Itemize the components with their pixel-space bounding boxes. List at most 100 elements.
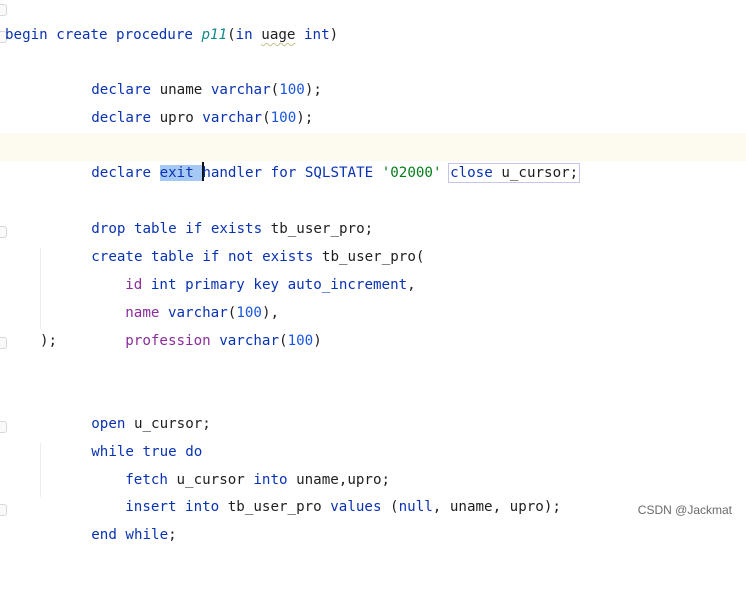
number: 100 — [270, 110, 297, 126]
identifier: uname — [151, 82, 211, 98]
punct: ( — [270, 82, 280, 98]
highlighted-statement: close u_cursor; — [448, 163, 581, 183]
identifier: u_cursor; — [492, 165, 579, 181]
identifier: uname,upro; — [287, 472, 391, 488]
indent-guide — [40, 248, 41, 328]
keyword: declare — [91, 165, 152, 181]
code-line-11[interactable]: name varchar(100), — [0, 273, 746, 321]
keyword: while — [125, 527, 169, 543]
string-literal: '02000' — [381, 165, 442, 181]
identifier: , uname, upro); — [432, 499, 561, 515]
keyword: procedure — [107, 27, 202, 43]
type: varchar — [167, 305, 228, 321]
code-line-18[interactable]: insert into tb_user_pro values (null, un… — [0, 467, 746, 515]
parameter-name: uage — [261, 27, 296, 43]
fold-marker-icon[interactable] — [0, 4, 7, 16]
keyword: true — [142, 444, 177, 460]
fold-marker-icon[interactable] — [0, 337, 7, 349]
keyword: end — [91, 527, 117, 543]
keyword: into — [253, 472, 288, 488]
punct: ); — [40, 333, 58, 349]
keyword: drop — [91, 221, 126, 237]
keyword: while — [91, 444, 134, 460]
keyword: not — [227, 249, 254, 265]
keyword: insert — [125, 499, 177, 515]
punct: ( — [227, 305, 237, 321]
number: 100 — [287, 333, 314, 349]
keyword: begin — [5, 27, 48, 43]
fold-marker-icon[interactable] — [0, 31, 7, 43]
keyword: into — [185, 499, 220, 515]
code-line-13[interactable]: ); — [0, 328, 746, 355]
keyword: if — [185, 221, 203, 237]
punct: ; — [168, 527, 177, 543]
code-line-2[interactable]: begin — [0, 22, 746, 49]
keyword: table — [133, 221, 177, 237]
code-line-4[interactable]: declare upro varchar(100); — [0, 78, 746, 126]
keyword: open — [91, 416, 126, 432]
type: varchar — [210, 82, 271, 98]
indent-guide — [40, 443, 41, 497]
code-line-19[interactable]: end while; — [0, 495, 746, 543]
column-name: id — [125, 277, 143, 293]
code-editor[interactable]: create procedure p11(in uage int) begin … — [0, 0, 746, 543]
fold-marker-icon[interactable] — [0, 226, 7, 238]
type: int — [304, 27, 330, 43]
punct: ( — [279, 333, 288, 349]
keyword: exists — [210, 221, 263, 237]
code-line-9[interactable]: create table if not exists tb_user_pro( — [0, 217, 746, 265]
code-line-3[interactable]: declare uname varchar(100); — [0, 50, 746, 98]
code-line-10[interactable]: id int primary key auto_increment, — [0, 245, 746, 293]
code-line-5[interactable]: declare u_cursor cursor for select name,… — [0, 106, 746, 154]
keyword: fetch — [125, 472, 168, 488]
type: varchar — [202, 110, 263, 126]
fold-marker-icon[interactable] — [0, 504, 7, 516]
table-name: tb_user_pro; — [262, 221, 374, 237]
punct: ( — [262, 110, 271, 126]
column-name: name — [125, 305, 160, 321]
keyword: in — [235, 27, 253, 43]
identifier: upro — [151, 110, 203, 126]
punct: ( — [227, 27, 236, 43]
keyword: close — [450, 165, 493, 181]
keyword: values — [330, 499, 382, 515]
table-name: tb_user_pro( — [313, 249, 425, 265]
number: 100 — [279, 82, 305, 98]
type: varchar — [219, 333, 280, 349]
type: int — [150, 277, 177, 293]
code-line-6[interactable]: declare exit handler for SQLSTATE '02000… — [0, 133, 746, 183]
fold-marker-icon[interactable] — [0, 421, 7, 433]
procedure-name: p11 — [201, 27, 228, 43]
keyword: declare — [91, 82, 152, 98]
keyword: create — [56, 27, 108, 43]
watermark: CSDN @Jackmat — [637, 503, 732, 517]
space — [373, 165, 382, 181]
text-cursor — [202, 162, 205, 181]
code-line-8[interactable]: drop table if exists tb_user_pro; — [0, 189, 746, 237]
space — [117, 527, 126, 543]
keyword: table — [151, 249, 194, 265]
punct: , — [407, 277, 416, 293]
keyword: handler — [202, 165, 263, 181]
keyword: create — [91, 249, 143, 265]
code-line-1[interactable]: create procedure p11(in uage int) — [0, 0, 746, 43]
text-selection[interactable]: exit — [159, 165, 203, 181]
keyword: auto_increment — [287, 277, 408, 293]
code-line-16[interactable]: while true do — [0, 412, 746, 460]
punct: ), — [261, 305, 280, 321]
code-line-17[interactable]: fetch u_cursor into uname,upro; — [0, 440, 746, 488]
keyword: key — [253, 277, 280, 293]
space — [262, 165, 271, 181]
keyword: for — [270, 165, 297, 181]
keyword: if — [202, 249, 220, 265]
space — [151, 165, 160, 181]
punct: ); — [304, 82, 322, 98]
keyword: exit — [159, 165, 194, 181]
code-line-12[interactable]: profession varchar(100) — [0, 301, 746, 349]
code-line-15[interactable]: open u_cursor; — [0, 384, 746, 432]
keyword: null — [398, 499, 433, 515]
table-name: tb_user_pro — [219, 499, 331, 515]
space — [296, 165, 305, 181]
punct: ( — [381, 499, 399, 515]
punct: ); — [296, 110, 314, 126]
